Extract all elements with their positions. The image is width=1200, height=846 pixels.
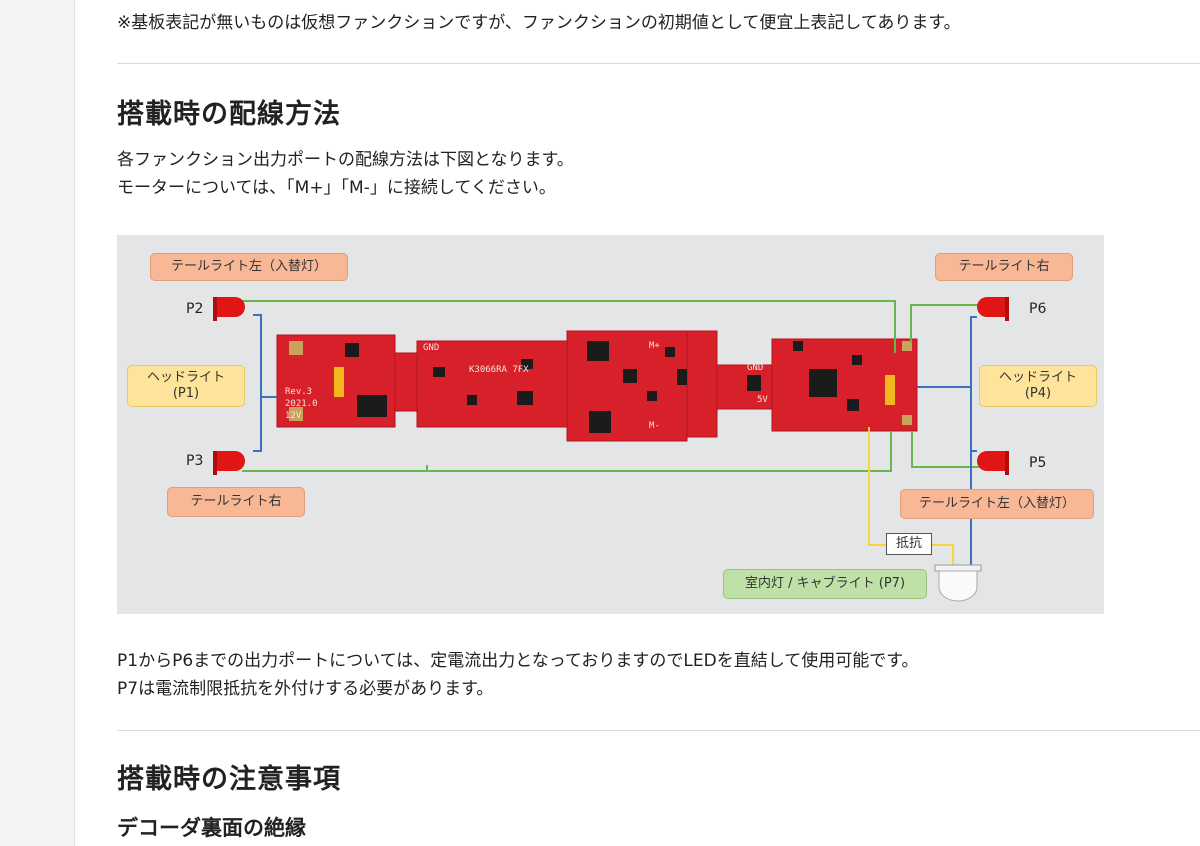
pcb-silk-12v: 12V (285, 411, 302, 421)
label-headlight-left: ヘッドライト (P1) (127, 365, 245, 407)
label-tail-left-top: テールライト左（入替灯） (150, 253, 348, 281)
label-resistor: 抵抗 (886, 533, 932, 555)
wiring-intro: 各ファンクション出力ポートの配線方法は下図となります。 モーターについては、「M… (117, 146, 574, 202)
footnote: ※基板表記が無いものは仮想ファンクションですが、ファンクションの初期値として便宜… (117, 13, 961, 33)
pcb-silk-model: K3066RA 7FX (469, 365, 529, 375)
pcb-silk-gnd: GND (423, 343, 440, 353)
wiring-diagram-photo: Rev.3 2021.0 12V GND K3066RA 7FX M+ M- G… (117, 235, 1104, 614)
red-led-icons (213, 297, 1009, 475)
wiring-notes: P1からP6までの出力ポートについては、定電流出力となっておりますのでLEDを直… (117, 647, 919, 703)
port-p5: P5 (1029, 455, 1047, 471)
wiring-intro-line: モーターについては、「M+」「M-」に接続してください。 (117, 178, 556, 198)
label-tail-right-top: テールライト右 (935, 253, 1073, 281)
label-tail-left-bottom: テールライト左（入替灯） (900, 489, 1094, 519)
components (345, 341, 862, 433)
wiring-intro-line: 各ファンクション出力ポートの配線方法は下図となります。 (117, 150, 574, 170)
yellow-wires (868, 427, 954, 565)
label-room-light: 室内灯 / キャブライト (P7) (723, 569, 927, 599)
headlight-right-port: (P4) (1024, 386, 1052, 401)
left-gutter (0, 0, 75, 846)
subsection-title-insulation: デコーダ裏面の絶縁 (117, 816, 306, 840)
port-p2: P2 (186, 301, 204, 317)
wiring-diagram-svg (213, 297, 1009, 602)
divider (117, 730, 1200, 731)
headlight-right-name: ヘッドライト (998, 370, 1077, 385)
gold-pads (289, 341, 912, 425)
pcb-silk-mplus: M+ (649, 341, 660, 351)
label-tail-right-bottom: テールライト右 (167, 487, 305, 517)
divider (117, 63, 1200, 64)
wiring-note-line: P1からP6までの出力ポートについては、定電流出力となっておりますのでLEDを直… (117, 651, 919, 671)
pcb-silk-gnd2: GND (747, 363, 764, 373)
section-title-cautions: 搭載時の注意事項 (117, 764, 341, 795)
port-p6: P6 (1029, 301, 1047, 317)
pcb-silk-mminus: M- (649, 421, 660, 431)
pcb-silk-rev: Rev.3 (285, 387, 313, 397)
port-p3: P3 (186, 453, 204, 469)
pcb-silk-date: 2021.0 (285, 399, 318, 409)
headlight-left-name: ヘッドライト (146, 370, 225, 385)
wiring-note-line: P7は電流制限抵抗を外付けする必要があります。 (117, 679, 494, 699)
headlight-left-port: (P1) (172, 386, 200, 401)
pcb-silk-5v: 5V (757, 395, 768, 405)
section-title-wiring: 搭載時の配線方法 (117, 99, 341, 130)
label-headlight-right: ヘッドライト (P4) (979, 365, 1097, 407)
white-led-icon (934, 564, 982, 602)
green-wires (242, 300, 985, 472)
